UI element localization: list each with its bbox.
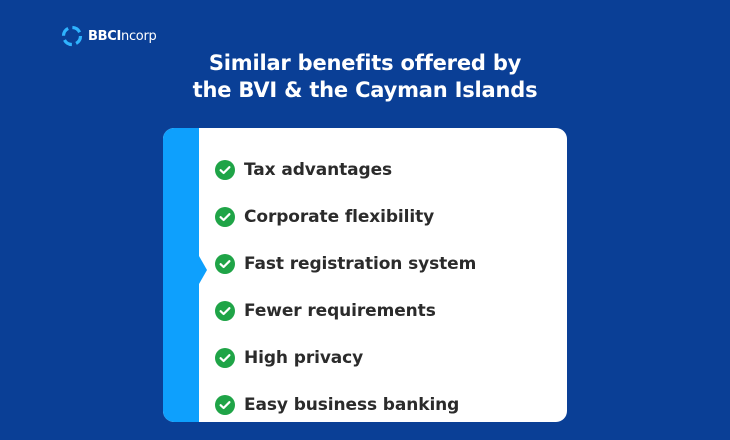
title-line-1: Similar benefits offered by (208, 51, 522, 75)
brand-name-bold: BBCI (88, 28, 121, 44)
accent-strip (163, 128, 199, 422)
benefit-label: Corporate flexibility (244, 206, 435, 227)
benefit-label: Tax advantages (244, 159, 393, 180)
benefit-label: Fast registration system (244, 253, 477, 274)
brand-name-light: ncorp (121, 28, 157, 44)
benefits-card: Tax advantages Corporate flexibility Fas… (163, 128, 567, 422)
check-circle-icon (215, 300, 235, 321)
list-item: Tax advantages (215, 146, 476, 193)
benefits-list: Tax advantages Corporate flexibility Fas… (215, 146, 476, 422)
list-item: Fewer requirements (215, 287, 476, 334)
list-item: Fast registration system (215, 240, 476, 287)
check-circle-icon (215, 206, 235, 227)
title-line-2: the BVI & the Cayman Islands (192, 78, 538, 102)
check-circle-icon (215, 253, 235, 274)
list-item: Corporate flexibility (215, 193, 476, 240)
page-title: Similar benefits offered by the BVI & th… (0, 50, 730, 104)
accent-strip-arrow (199, 256, 207, 284)
benefit-label: High privacy (244, 347, 364, 368)
check-circle-icon (215, 347, 235, 368)
benefit-label: Fewer requirements (244, 300, 436, 321)
check-circle-icon (215, 394, 235, 415)
list-item: High privacy (215, 334, 476, 381)
benefit-label: Easy business banking (244, 394, 460, 415)
check-circle-icon (215, 159, 235, 180)
brand-name: BBCIncorp (88, 28, 157, 44)
list-item: Easy business banking (215, 381, 476, 422)
bbcincorp-swirl-logo-icon (61, 25, 83, 47)
brand-logo: BBCIncorp (60, 24, 157, 48)
